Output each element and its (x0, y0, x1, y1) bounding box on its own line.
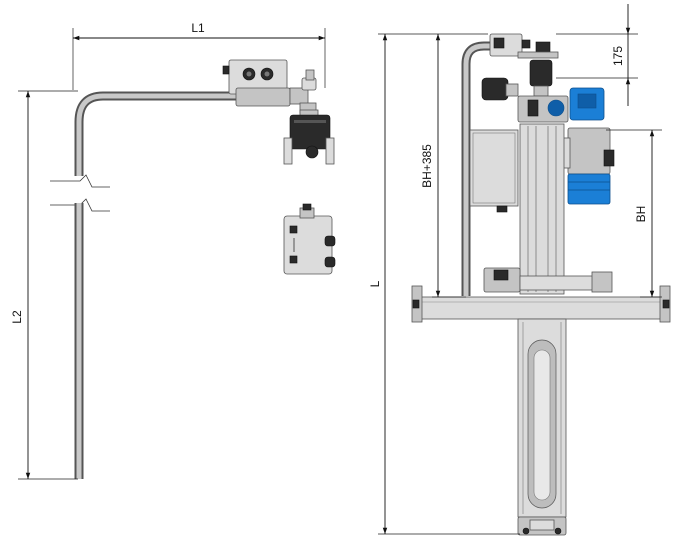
pipe-assembly (50, 59, 335, 479)
hose-coupling (481, 59, 553, 101)
lifting-unit (411, 33, 671, 536)
dimension-175: 175 (556, 4, 638, 106)
pipe-valve (289, 69, 317, 114)
dimension-l1: L1 (72, 21, 326, 90)
dimension-label-175: 175 (611, 46, 625, 66)
dimension-bh385: BH+385 (420, 34, 466, 298)
suction-pipe-upper (74, 91, 240, 176)
control-cabinet (469, 129, 519, 213)
dimension-label-bh385: BH+385 (420, 144, 434, 188)
drive-motor (559, 87, 615, 205)
dimension-label-l: L (368, 280, 382, 287)
gearbox (517, 95, 569, 123)
telescopic-column (517, 318, 567, 518)
main-column (519, 123, 565, 295)
dimension-bh: BH (606, 129, 662, 298)
pipe-break-symbol (50, 174, 110, 212)
dimension-l2: L2 (10, 90, 78, 480)
return-pipe (461, 41, 510, 296)
column-foot (517, 516, 567, 536)
dimension-label-l1: L1 (191, 21, 205, 35)
terminal-box-detail (283, 203, 336, 275)
dimension-l: L (368, 33, 520, 535)
sensor-float (283, 109, 335, 165)
chain-drive (483, 267, 613, 293)
dimension-label-l2: L2 (10, 310, 24, 324)
top-head (489, 33, 559, 59)
dimension-label-bh: BH (634, 206, 648, 223)
